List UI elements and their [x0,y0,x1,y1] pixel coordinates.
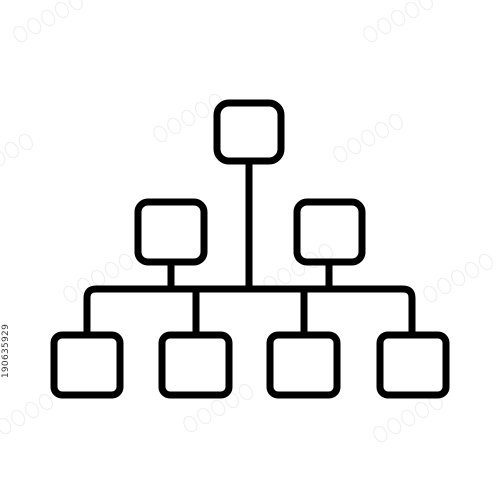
bottom-node-box-3 [266,331,341,399]
mid-right-node-box [293,198,366,266]
top-node-box [213,99,285,165]
bottom-node-box-1 [50,331,124,399]
stock-id-label: 190635929 [1,323,11,379]
bus-connector [83,285,416,337]
bottom-node-box-2 [158,331,233,399]
bottom-node-box-4 [376,331,450,399]
mid-left-node-box [134,198,208,266]
